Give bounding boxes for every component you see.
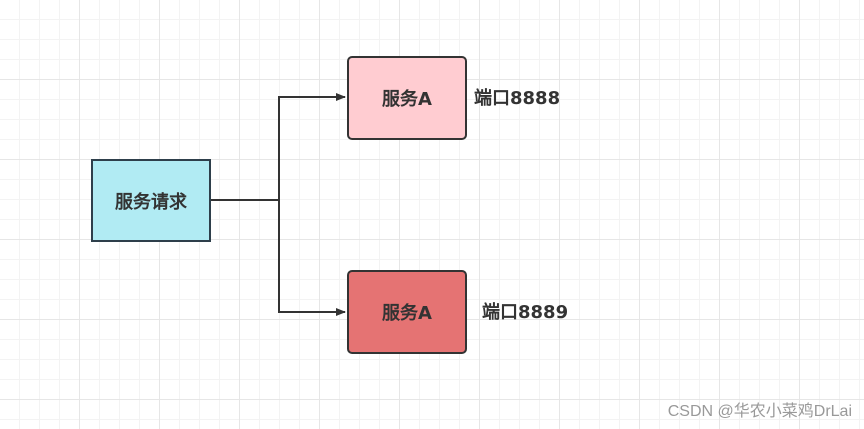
connector-to-service-1 bbox=[211, 93, 346, 201]
service-a-node-2[interactable]: 服务A bbox=[347, 270, 467, 354]
service-a-label-2: 服务A bbox=[382, 303, 432, 324]
port-label-8889: 端口8889 bbox=[482, 302, 569, 323]
csdn-watermark: CSDN @华农小菜鸡DrLai bbox=[667, 403, 852, 420]
service-request-node[interactable]: 服务请求 bbox=[91, 159, 211, 242]
port-label-8888: 端口8888 bbox=[474, 88, 561, 109]
service-a-node-1[interactable]: 服务A bbox=[347, 56, 467, 140]
service-request-label: 服务请求 bbox=[115, 191, 187, 213]
connector-to-service-2 bbox=[278, 200, 346, 316]
service-a-label-1: 服务A bbox=[382, 89, 432, 110]
